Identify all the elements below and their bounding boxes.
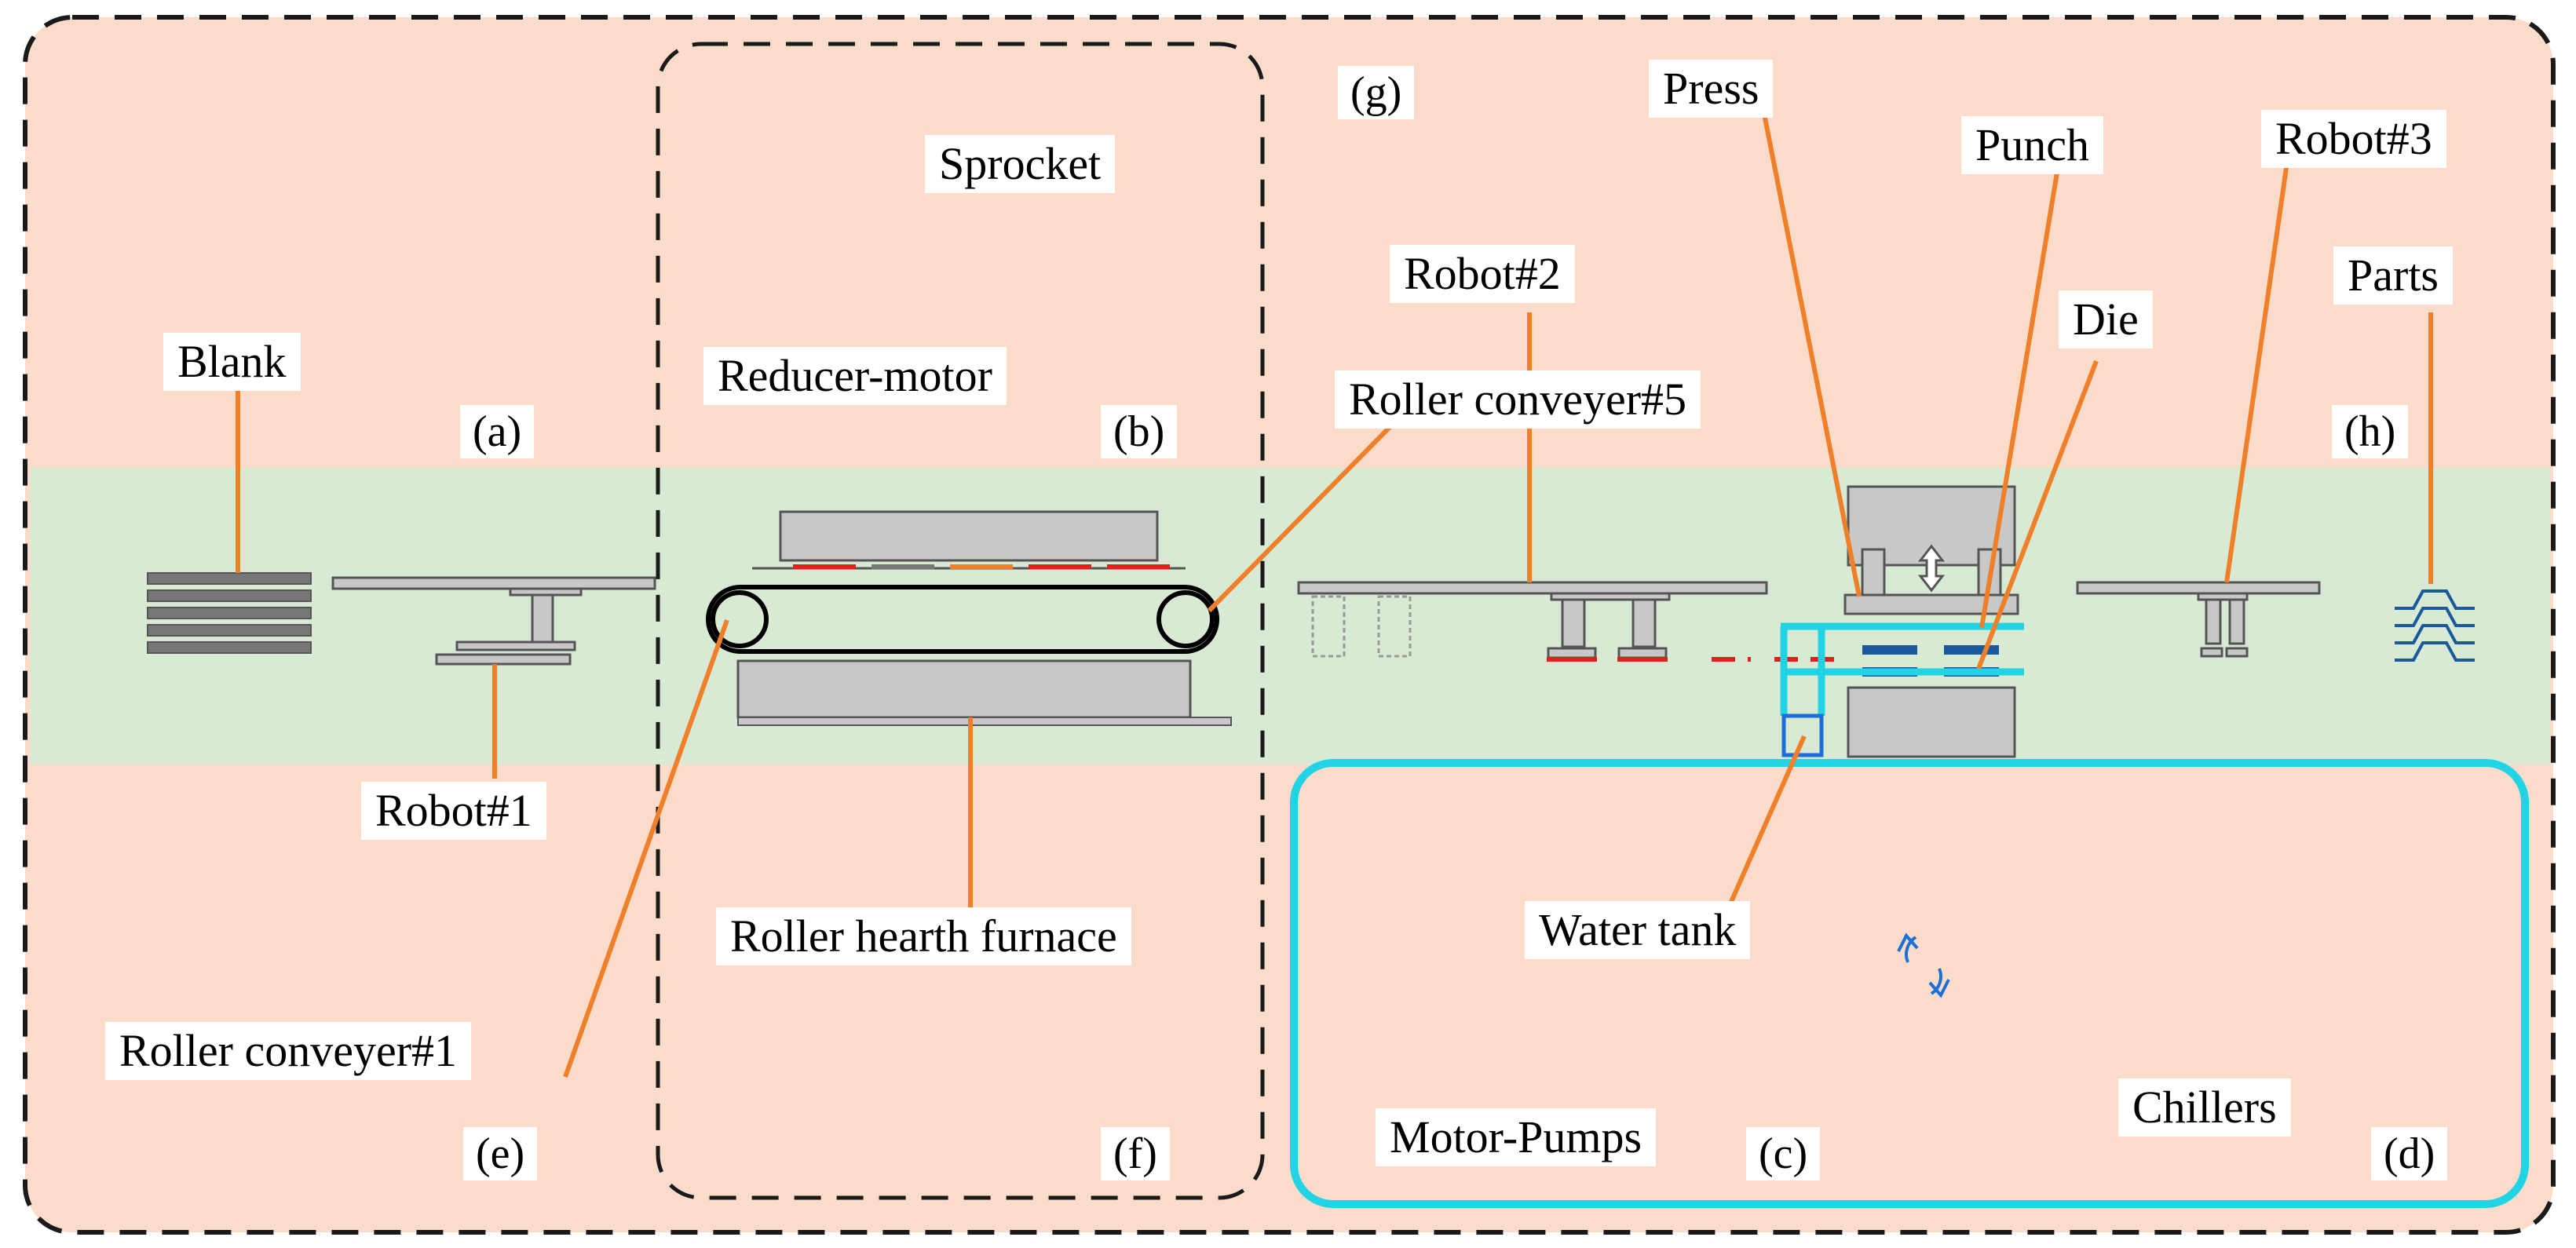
robot-1-schematic — [331, 576, 656, 666]
panel-letter-g: (g) — [1338, 66, 1415, 119]
label-roller-conveyer-5: Roller conveyer#5 — [1335, 370, 1701, 429]
panel-letter-a: (a) — [460, 405, 535, 458]
leader-lines — [236, 109, 2433, 1078]
cooling-group-frame — [1290, 759, 2529, 1208]
furnace-schematic — [706, 510, 1232, 726]
label-blank: Blank — [163, 333, 301, 391]
label-motor-pumps: Motor-Pumps — [1376, 1108, 1657, 1166]
process-band — [30, 468, 2550, 764]
label-parts: Parts — [2333, 246, 2453, 305]
panel-letter-f: (f) — [1101, 1127, 1170, 1180]
label-roller-conveyer-1: Roller conveyer#1 — [105, 1022, 472, 1080]
label-sprocket: Sprocket — [925, 135, 1116, 193]
label-roller-hearth-furnace: Roller hearth furnace — [716, 907, 1131, 965]
robot-2-schematic — [1297, 581, 1768, 659]
panel-letter-h: (h) — [2332, 405, 2409, 458]
furnace-group-frame — [656, 42, 1265, 1200]
label-chillers: Chillers — [2118, 1078, 2291, 1137]
label-robot-2: Robot#2 — [1390, 245, 1575, 303]
label-robot-3: Robot#3 — [2261, 110, 2446, 168]
panel-letter-e: (e) — [463, 1127, 538, 1180]
label-water-tank: Water tank — [1525, 901, 1751, 959]
robot-3-schematic — [2076, 581, 2321, 658]
robot-2-ghost — [1311, 595, 1412, 658]
panel-letter-d: (d) — [2371, 1127, 2448, 1180]
label-reducer-motor: Reducer-motor — [703, 347, 1007, 405]
recirculation-arrows-icon — [1897, 932, 1950, 998]
label-press: Press — [1649, 60, 1774, 118]
panel-letter-c: (c) — [1746, 1127, 1821, 1180]
label-robot-1: Robot#1 — [361, 782, 546, 840]
finished-parts-icon — [2395, 589, 2475, 662]
label-punch: Punch — [1961, 116, 2103, 174]
panel-letter-b: (b) — [1101, 405, 1178, 458]
label-die: Die — [2059, 290, 2153, 348]
press-schematic — [1780, 485, 2024, 758]
blank-stack — [147, 572, 312, 654]
